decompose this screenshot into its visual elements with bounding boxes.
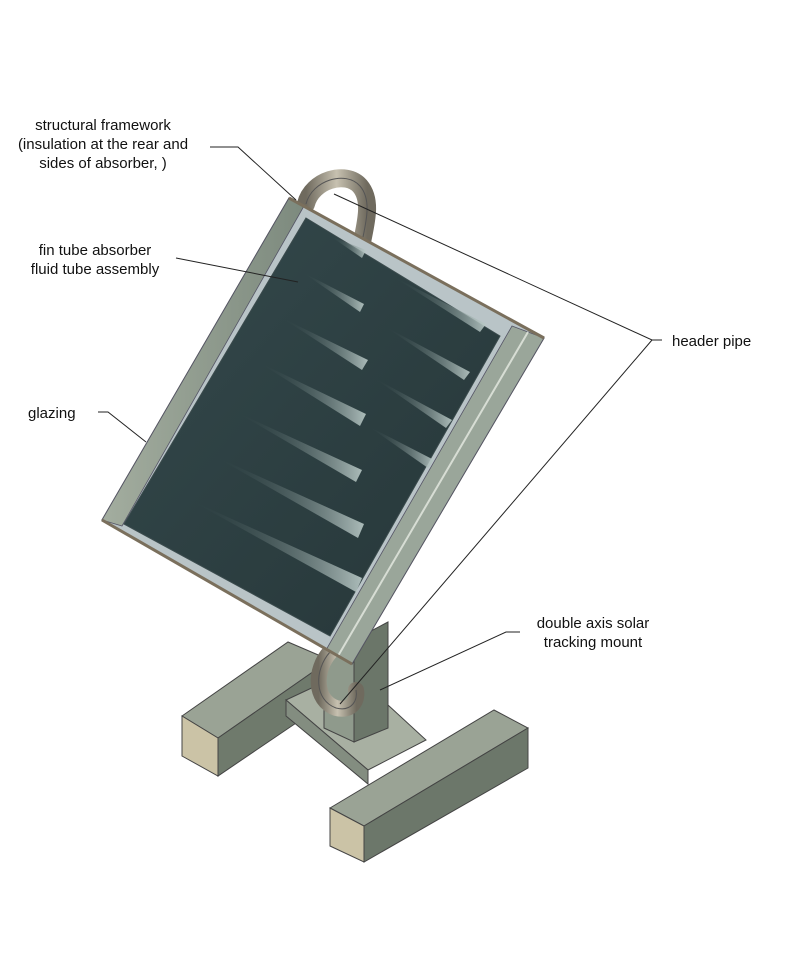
absorber-plate [123,217,501,637]
label-framework-line1: structural framework [35,117,171,134]
label-header-pipe: header pipe [672,333,752,350]
fin-tubes [190,236,486,592]
leader-header-bottom [339,339,653,705]
fin-tube-1 [330,236,366,258]
label-mount-line2: tracking mount [543,634,643,651]
label-tracking-mount: double axis solar tracking mount [520,614,666,652]
fin-tube-3 [282,318,368,370]
label-absorber-line2: fluid tube assembly [30,261,160,278]
fin-tube-9 [384,326,470,380]
leader-mount [379,631,520,691]
bottom-frame-edge [101,518,353,666]
label-structural-framework: structural framework (insulation at the … [4,116,202,173]
label-framework-line2: (insulation at the rear and [17,136,189,153]
center-beam-side [285,698,369,786]
fin-tube-7 [190,500,362,592]
label-mount-line1: double axis solar [536,615,650,632]
label-absorber-line1: fin tube absorber [38,242,152,259]
leader-lines [98,146,662,705]
fin-tube-5 [236,412,362,482]
leader-absorber [175,257,299,283]
label-framework-line3: sides of absorber, ) [39,155,167,172]
tracking-mount-base [181,621,530,863]
leader-glazing [98,411,147,443]
label-glazing: glazing [28,405,76,422]
fin-tube-4 [258,362,366,426]
collector-panel [101,196,545,666]
fin-tube-11 [368,426,434,468]
fin-tube-10 [374,378,452,428]
leader-framework [210,146,297,201]
fin-tube-8 [392,276,486,332]
right-rail-groove [337,331,529,657]
header-pipe-bottom-outline [318,651,357,710]
right-foot-end [329,807,365,863]
label-fin-tube-absorber: fin tube absorber fluid tube assembly [22,241,168,279]
top-frame-edge [288,196,545,340]
fin-tube-2 [302,272,364,312]
header-pipe-top-outline [305,177,368,243]
fin-tube-6 [214,456,364,538]
left-foot-end [181,715,219,777]
